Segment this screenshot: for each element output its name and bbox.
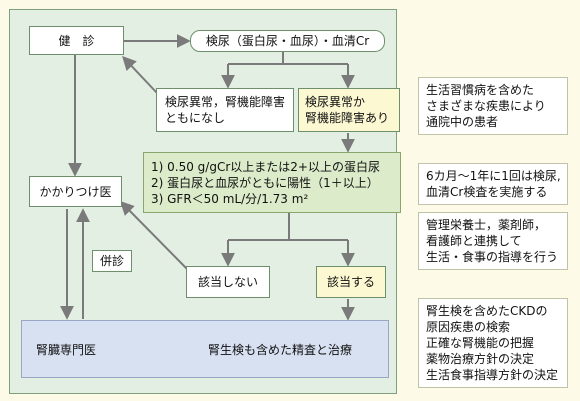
side-note-2-line-2: 血清Cr検査を実施する (426, 185, 548, 199)
urine-test-box: 検尿（蛋白尿・血尿）・血清Cr (190, 30, 385, 52)
criteria-connector (228, 213, 348, 241)
side-note-4: 腎生検を含めたCKDの 原因疾患の検索 正確な腎機能の把握 薬物治療方針の決定 … (418, 298, 568, 388)
arrow-to-kakaritsuke (120, 201, 191, 273)
abnormal-line-2: 腎機能障害あり (305, 111, 390, 125)
criteria-box: 1) 0.50 g/gCr以上または2+以上の蛋白尿 2) 蛋白尿と血尿がともに… (143, 152, 401, 213)
side-note-2: 6カ月～1年に1回は検尿, 血清Cr検査を実施する (418, 163, 568, 205)
no-abnormal-line-2: ともになし (165, 111, 226, 125)
no-abnormal-box: 検尿異常，腎機能障害 ともになし (156, 88, 294, 132)
kakaritsuke-label: かかりつけ医 (39, 184, 112, 199)
side-note-3-line-3: 生活・食事の指導を行う (426, 250, 559, 264)
not-applicable-label: 該当しない (197, 275, 258, 289)
kenshin-label: 健 診 (58, 33, 95, 48)
specialist-label: 腎臓専門医 (36, 343, 97, 357)
side-note-1: 生活習慣病を含めた さまざまな疾患により 通院中の患者 (418, 77, 568, 135)
applicable-label: 該当する (326, 275, 375, 289)
side-note-1-line-2: さまざまな疾患により (426, 99, 546, 113)
kakaritsuke-box: かかりつけ医 (29, 176, 122, 207)
split-connector (228, 50, 348, 65)
heishin-box: 併診 (92, 250, 132, 272)
side-note-4-line-2: 原因疾患の検索 (426, 320, 511, 334)
applicable-box: 該当する (316, 266, 386, 298)
no-abnormal-line-1: 検尿異常，腎機能障害 (165, 95, 286, 109)
side-note-1-line-1: 生活習慣病を含めた (426, 83, 535, 97)
urine-test-label: 検尿（蛋白尿・血尿）・血清Cr (205, 34, 370, 48)
abnormal-line-1: 検尿異常か (305, 95, 366, 109)
side-note-4-line-5: 生活食事指導方針の決定 (426, 368, 559, 382)
heishin-label: 併診 (99, 254, 124, 268)
side-note-1-line-3: 通院中の患者 (426, 115, 499, 129)
side-note-3: 管理栄養士，薬剤師， 看護師と連携して 生活・食事の指導を行う (418, 212, 568, 270)
arrow-to-kenshin (122, 55, 158, 94)
not-applicable-box: 該当しない (186, 266, 270, 298)
criteria-line-1: 1) 0.50 g/gCr以上または2+以上の蛋白尿 (151, 159, 380, 174)
criteria-line-2: 2) 蛋白尿と血尿がともに陽性（1＋以上） (151, 175, 379, 190)
side-note-4-line-4: 薬物治療方針の決定 (426, 352, 535, 366)
side-note-4-line-3: 正確な腎機能の把握 (426, 336, 535, 350)
abnormal-box: 検尿異常か 腎機能障害あり (298, 88, 400, 132)
side-note-4-line-1: 腎生検を含めたCKDの (426, 304, 548, 318)
side-note-3-line-1: 管理栄養士，薬剤師， (426, 218, 547, 232)
criteria-line-3: 3) GFR＜50 mL/分/1.73 m² (151, 191, 309, 206)
side-note-3-line-2: 看護師と連携して (426, 234, 522, 248)
specialist-box: 腎臓専門医 腎生検も含めた精査と治療 (21, 320, 389, 378)
kenshin-box: 健 診 (29, 26, 124, 55)
side-note-2-line-1: 6カ月～1年に1回は検尿, (426, 169, 561, 183)
specialist-text: 腎生検も含めた精査と治療 (208, 343, 353, 357)
